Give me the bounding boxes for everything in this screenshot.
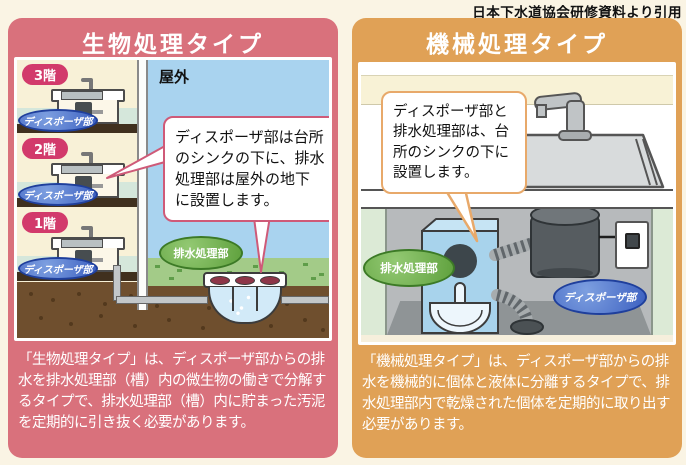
floor-badge: 2階	[22, 138, 68, 159]
sink-basin	[61, 239, 103, 248]
power-outlet	[615, 221, 649, 269]
underground-pipe	[116, 296, 208, 304]
underground-pipe	[281, 296, 329, 304]
panel-mechanical-title: 機械処理タイプ	[426, 32, 608, 58]
faucet	[534, 92, 592, 141]
floor-block-3f: 3階 ディスポーザ部	[17, 60, 137, 134]
treatment-label: 排水処理部	[363, 249, 455, 287]
panel-biological-title: 生物処理タイプ	[82, 32, 264, 58]
exterior-wall	[137, 60, 148, 310]
biological-illustration: 3階 ディスポーザ部 2階	[14, 57, 332, 341]
floor-badge: 1階	[22, 212, 68, 233]
plug	[625, 233, 640, 249]
mechanical-description: 「機械処理タイプ」は、ディスポーザ部からの排水を機械的に個体と液体に分離するタイ…	[362, 354, 671, 434]
tank-lid	[260, 276, 280, 285]
treatment-label: 排水処理部	[159, 236, 243, 270]
panel-biological: 生物処理タイプ 3階	[8, 18, 338, 458]
soil	[17, 281, 329, 338]
tank-lid	[210, 276, 230, 285]
floor-badge: 3階	[22, 64, 68, 85]
outdoor-label: 屋外	[159, 68, 190, 86]
faucet-icon	[81, 78, 93, 82]
drain-pipe	[91, 258, 103, 262]
tank-divider	[256, 287, 258, 311]
floor-drain-flange	[510, 319, 544, 335]
biological-speech-bubble: ディスポーザ部は台所 のシンクの下に、排水 処理部は屋外の地下 に設置します。	[163, 116, 329, 222]
soil-texture	[29, 292, 33, 296]
building-cross-section: 3階 ディスポーザ部 2階	[17, 60, 137, 282]
biological-scene: 3階 ディスポーザ部 2階	[17, 60, 329, 338]
mechanical-speech-bubble: ディスポーザ部と 排水処理部は、台 所のシンクの下に 設置します。	[381, 91, 527, 195]
floor-block-2f: 2階 ディスポーザ部	[17, 134, 137, 208]
sink-basin	[61, 165, 103, 174]
mechanical-scene: 排水処理部 ディスポーザ部 ディスポーザ部と 排水処理部は、台 所のシンクの下に…	[361, 65, 673, 342]
disposer-label: ディスポーザ部	[18, 257, 98, 280]
disposer-label: ディスポーザ部	[18, 109, 98, 132]
treatment-tank-body	[208, 287, 282, 324]
faucet-icon	[89, 228, 93, 238]
kitchen-floor	[361, 335, 673, 342]
tank-lid	[235, 276, 255, 285]
hoses	[489, 237, 544, 335]
floor-block-1f: 1階 ディスポーザ部	[17, 208, 137, 282]
sink-basin	[61, 91, 103, 100]
faucet-icon	[81, 152, 93, 156]
mechanical-illustration: 排水処理部 ディスポーザ部 ディスポーザ部と 排水処理部は、台 所のシンクの下に…	[358, 62, 676, 345]
drain-pipe	[91, 184, 103, 188]
source-caption: 日本下水道協会研修資料より引用	[472, 5, 682, 21]
treatment-unit-tray	[429, 302, 491, 334]
faucet-icon	[89, 154, 93, 164]
cabinet-side-right	[651, 209, 673, 335]
grass-tufts	[155, 265, 160, 268]
disposer-label: ディスポーザ部	[553, 279, 647, 315]
panel-mechanical: 機械処理タイプ	[352, 18, 682, 458]
disposer-label: ディスポーザ部	[18, 183, 98, 206]
faucet-icon	[89, 80, 93, 90]
faucet-icon	[81, 226, 93, 230]
treatment-tank-top	[203, 272, 287, 288]
tank-divider	[232, 287, 234, 311]
drain-pipe	[91, 110, 103, 114]
biological-description: 「生物処理タイプ」は、ディスポーザ部からの排水を排水処理部（槽）内の微生物の働き…	[18, 352, 327, 432]
